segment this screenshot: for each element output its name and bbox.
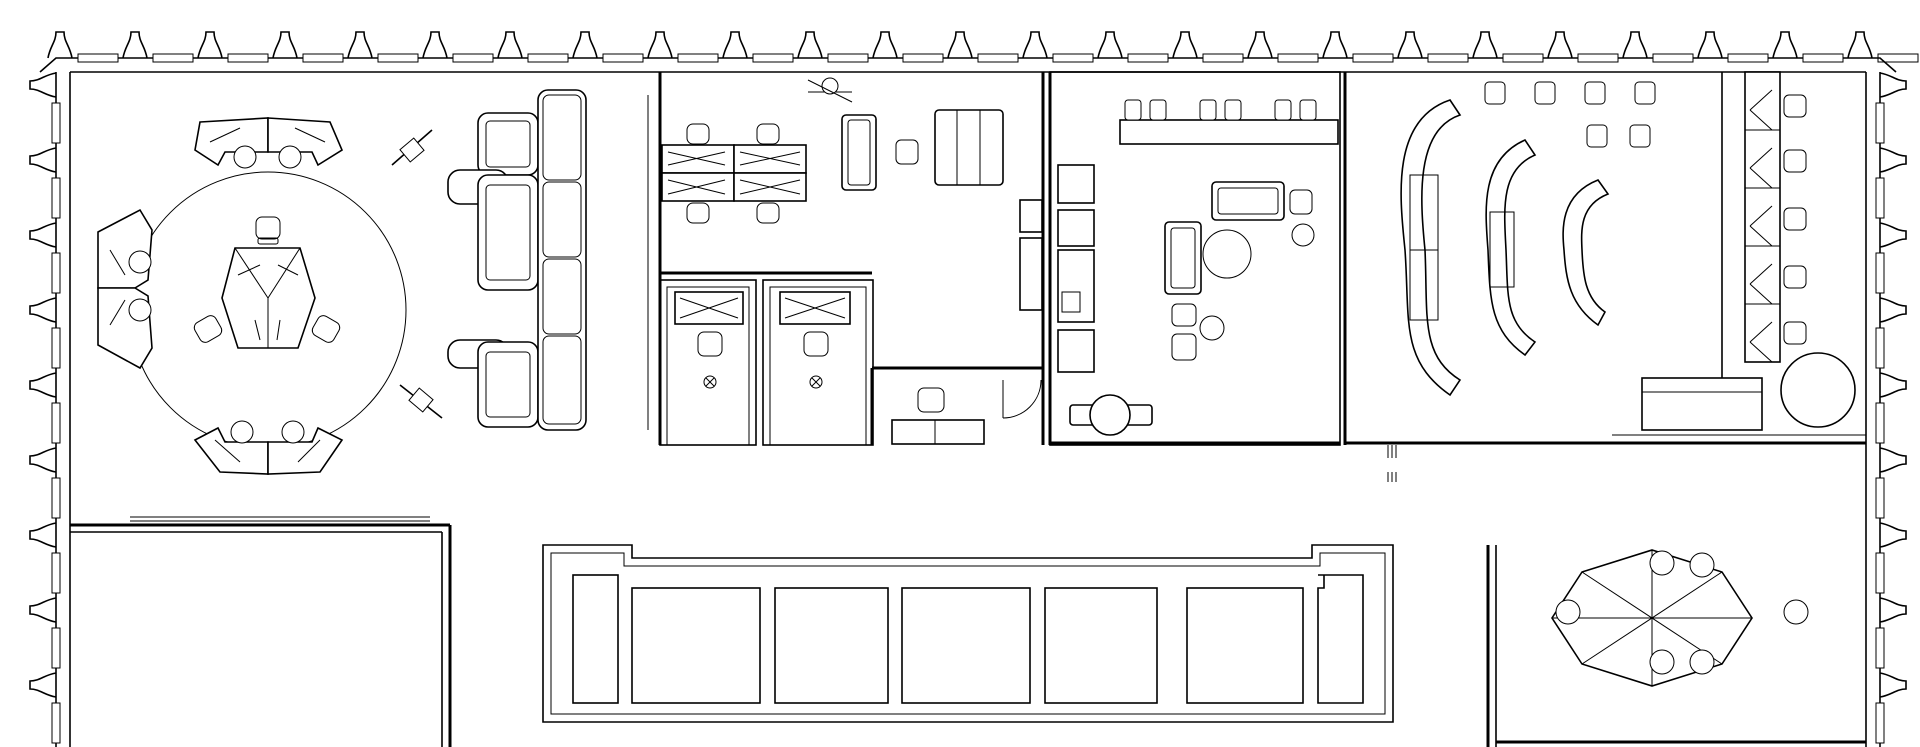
desk-pair-top	[194, 117, 344, 169]
circular-workstation-cluster	[97, 117, 443, 475]
phone-booth-row	[1721, 71, 1807, 378]
tri-desk-center	[221, 247, 316, 349]
chair-top	[255, 216, 281, 245]
central-room-block	[542, 544, 1394, 723]
lounge-seating	[447, 89, 587, 431]
conference-room-left	[70, 516, 452, 747]
chair-left	[193, 315, 223, 343]
curved-sofa-3	[1562, 179, 1610, 327]
private-office-2	[762, 279, 874, 446]
private-office-1	[659, 279, 757, 446]
bench-desks	[661, 123, 807, 224]
chair-right	[311, 315, 341, 343]
meeting-chair-top	[807, 77, 853, 103]
desk-pair-left	[97, 208, 153, 370]
hexagonal-workstation-cluster	[1551, 549, 1809, 687]
vent-marks	[1387, 445, 1397, 482]
round-table	[1069, 394, 1153, 436]
curved-sofa-1	[1400, 99, 1462, 397]
counter	[1119, 99, 1339, 145]
side-table-bottom	[399, 384, 443, 419]
perimeter-wall	[29, 31, 1919, 747]
long-sofa	[537, 89, 587, 431]
curved-sofa-2	[1485, 138, 1537, 357]
sofa-set	[1164, 181, 1315, 361]
reception-desk	[870, 72, 1045, 445]
stools	[1484, 81, 1656, 148]
lounge-chairs	[841, 109, 1004, 191]
presentation-room	[1343, 72, 1866, 445]
right-lower-wall	[1486, 545, 1866, 747]
exterior-walls	[69, 71, 1867, 747]
meeting-lounge	[1048, 71, 1341, 446]
side-table-top	[391, 129, 433, 166]
desk-pair-bottom	[193, 420, 344, 475]
